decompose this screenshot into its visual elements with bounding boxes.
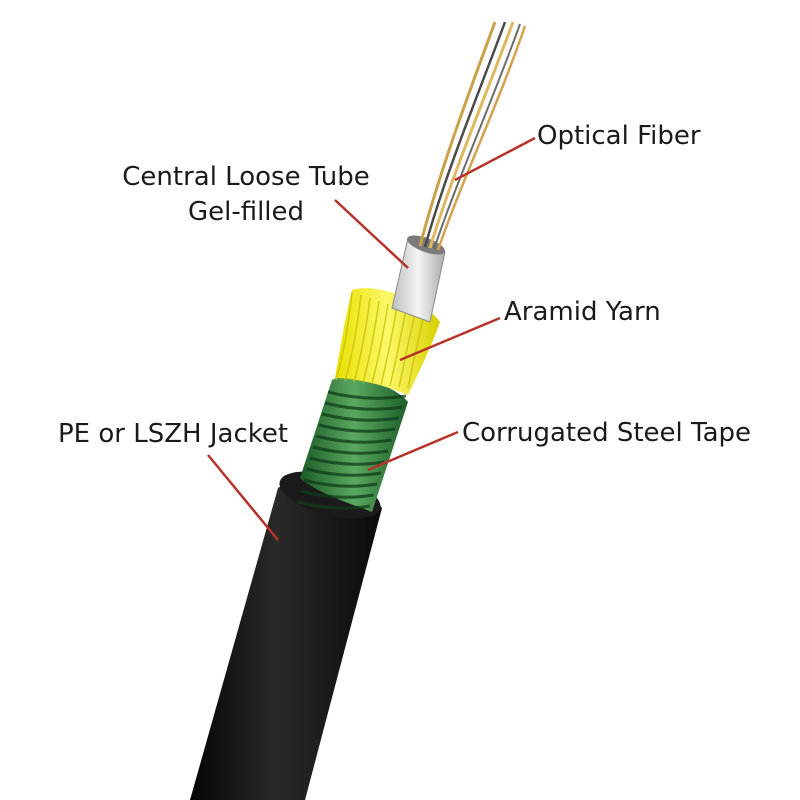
jacket-layer (190, 462, 385, 800)
label-steel-tape: Corrugated Steel Tape (462, 418, 751, 448)
optical-fibers (420, 22, 525, 250)
label-aramid-yarn: Aramid Yarn (504, 297, 661, 327)
label-loose-tube-line2: Gel-filled (188, 197, 304, 227)
leader-jacket (208, 455, 278, 540)
label-optical-fiber: Optical Fiber (537, 121, 701, 151)
label-loose-tube-line1: Central Loose Tube (122, 162, 370, 192)
leader-loose-tube (335, 200, 408, 268)
label-jacket: PE or LSZH Jacket (58, 419, 288, 449)
